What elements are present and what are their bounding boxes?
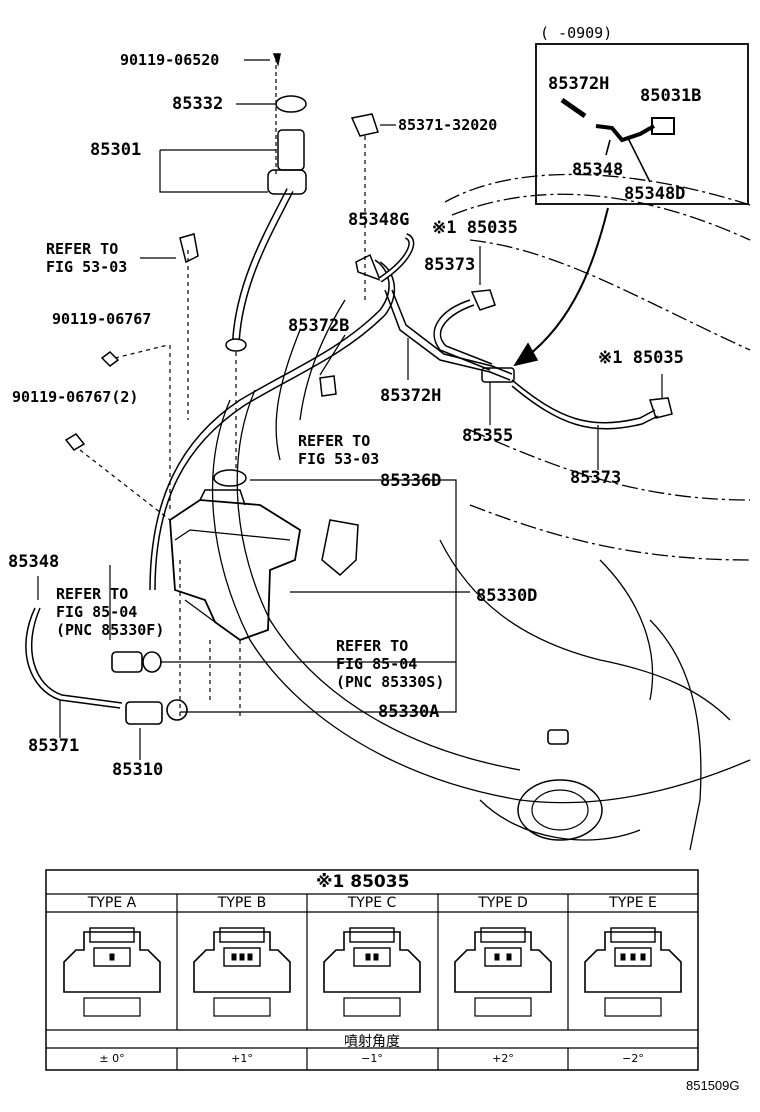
- inset-date-range: ( -0909): [540, 24, 613, 42]
- connector-type-b: [193, 927, 291, 1017]
- part-85336d: 85336D: [380, 471, 442, 491]
- part-85372h: 85372H: [380, 386, 442, 406]
- diagram-code: 851509G: [686, 1078, 740, 1093]
- part-85371: 85371: [28, 736, 80, 756]
- table-title: ※1 85035: [316, 872, 410, 892]
- part-85035-right: ※1 85035: [598, 348, 684, 368]
- refer-fig-85-04-s: REFER TO FIG 85-04 (PNC 85330S): [336, 637, 445, 691]
- part-85035-top: ※1 85035: [432, 218, 518, 238]
- part-90119-06767-2: 90119-06767(2): [12, 388, 139, 406]
- part-85371-32020: 85371-32020: [398, 116, 498, 134]
- inset-label-85372h: 85372H: [548, 74, 610, 94]
- inset-label-85348: 85348: [572, 160, 624, 180]
- part-85372b: 85372B: [288, 316, 350, 336]
- connector-type-c: [323, 927, 421, 1017]
- angle-type-e: −2°: [622, 1052, 644, 1065]
- part-85330a: 85330A: [378, 702, 440, 722]
- part-85301: 85301: [90, 140, 142, 160]
- part-85310: 85310: [112, 760, 164, 780]
- type-d-header: TYPE D: [478, 895, 528, 911]
- part-90119-06520: 90119-06520: [120, 51, 220, 69]
- part-85373-right: 85373: [570, 468, 622, 488]
- connector-type-a: [63, 927, 161, 1017]
- part-85355: 85355: [462, 426, 514, 446]
- part-85332: 85332: [172, 94, 224, 114]
- connector-type-d: [454, 927, 552, 1017]
- angle-type-d: +2°: [492, 1052, 514, 1065]
- angle-type-b: +1°: [231, 1052, 253, 1065]
- type-e-header: TYPE E: [609, 895, 657, 911]
- angle-header: 噴射角度: [344, 1034, 400, 1050]
- part-90119-06767: 90119-06767: [52, 310, 152, 328]
- part-85348: 85348: [8, 552, 60, 572]
- part-85330d: 85330D: [476, 586, 538, 606]
- type-c-header: TYPE C: [347, 895, 397, 911]
- inset-label-85348d: 85348D: [624, 184, 686, 204]
- part-85373-top: 85373: [424, 255, 476, 275]
- type-a-header: TYPE A: [87, 895, 137, 911]
- type-b-header: TYPE B: [217, 895, 267, 911]
- refer-fig-53-03-mid: REFER TO FIG 53-03: [298, 432, 380, 468]
- inset-label-85031b: 85031B: [640, 86, 702, 106]
- refer-fig-53-03-top: REFER TO FIG 53-03: [46, 240, 128, 276]
- connector-type-e: [584, 927, 682, 1017]
- angle-type-c: −1°: [361, 1052, 383, 1065]
- refer-fig-85-04-f: REFER TO FIG 85-04 (PNC 85330F): [56, 585, 165, 639]
- angle-type-a: ± 0°: [99, 1052, 125, 1065]
- part-85348g: 85348G: [348, 210, 410, 230]
